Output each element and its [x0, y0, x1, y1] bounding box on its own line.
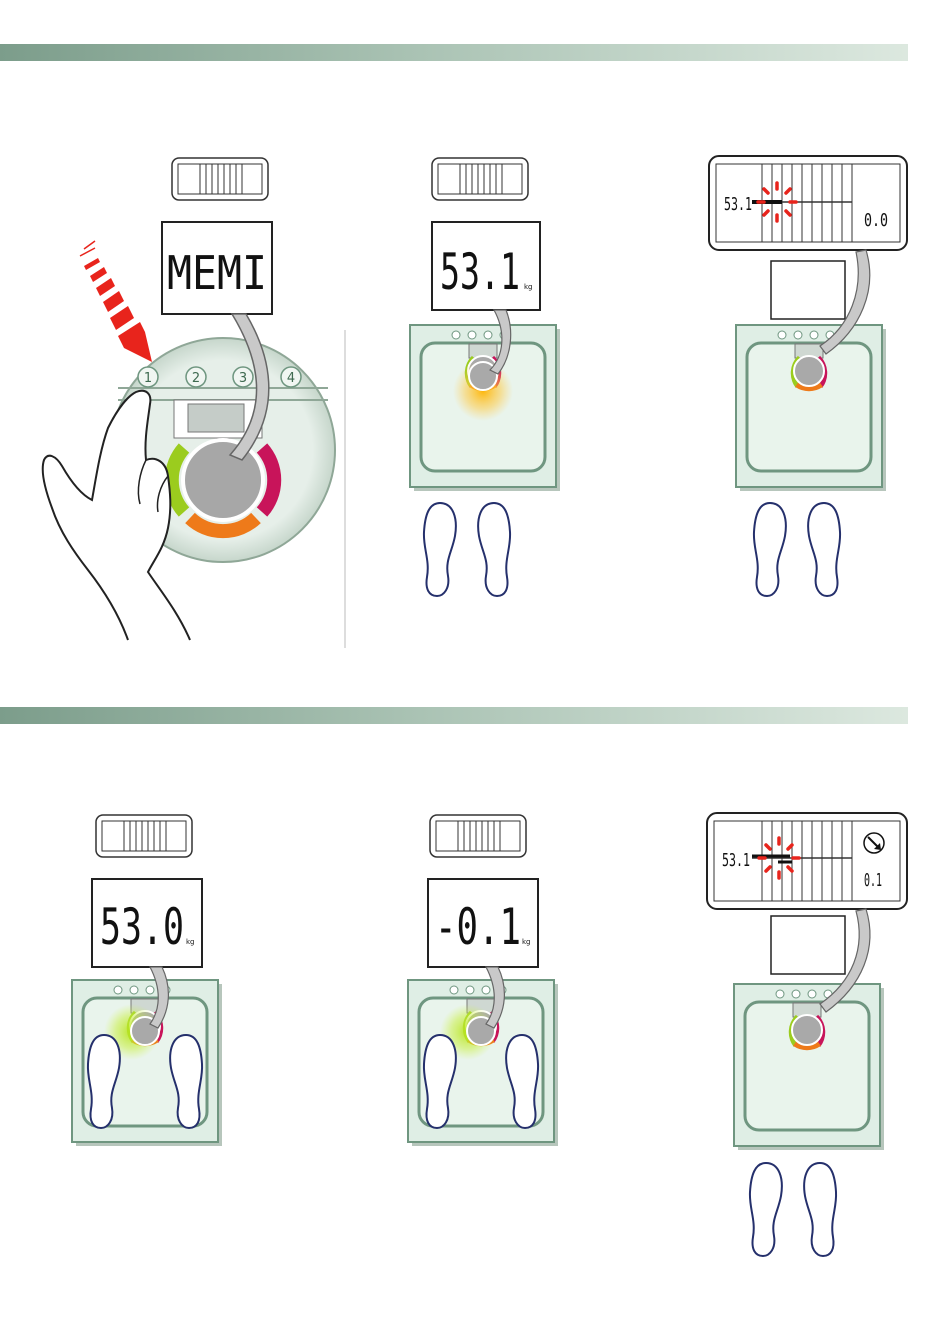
step-1: 1 2 3 4 MEMI — [43, 158, 345, 648]
memory-button-3-label: 3 — [239, 371, 247, 386]
lcd-unit: kg — [186, 938, 195, 946]
lcd-value: 53.0 — [100, 898, 184, 956]
step-3: 53.1 0.0 — [709, 156, 907, 596]
scale — [736, 325, 886, 491]
step-2: 53.1 kg — [410, 158, 560, 596]
mini-display — [172, 158, 268, 200]
graph-right-value: 0.0 — [864, 210, 888, 231]
memory-button-2-label: 2 — [192, 371, 200, 386]
graph-left-value: 53.1 — [724, 194, 752, 215]
red-dashed-arrow-icon — [80, 241, 152, 362]
footprint-icon — [754, 503, 786, 596]
footprint-icon — [808, 503, 840, 596]
mini-display — [96, 815, 192, 857]
lcd-unit: kg — [522, 938, 531, 946]
lcd-value: MEMI — [167, 246, 267, 300]
memory-button-1-label: 1 — [144, 371, 152, 386]
lcd-value: 53.1 — [440, 243, 520, 301]
blank-display — [771, 261, 845, 319]
graph-left-value: 53.1 — [722, 850, 750, 871]
step-5: -0.1 kg — [408, 815, 558, 1146]
footprint-icon — [424, 503, 456, 596]
memory-button-4-label: 4 — [287, 371, 295, 386]
mini-display — [432, 158, 528, 200]
scale — [734, 984, 884, 1150]
lcd-value: -0.1 — [435, 898, 521, 956]
graph-right-value: 0.1 — [864, 870, 882, 891]
footprint-icon — [804, 1163, 836, 1256]
step-6: 53.1 0.1 — [707, 813, 907, 1256]
step-4: 53.0 kg — [72, 815, 222, 1146]
footprint-icon — [478, 503, 510, 596]
mini-display — [430, 815, 526, 857]
blank-display — [771, 916, 845, 974]
lcd-unit: kg — [524, 283, 533, 291]
footprint-icon — [750, 1163, 782, 1256]
trend-down-icon — [864, 833, 884, 853]
